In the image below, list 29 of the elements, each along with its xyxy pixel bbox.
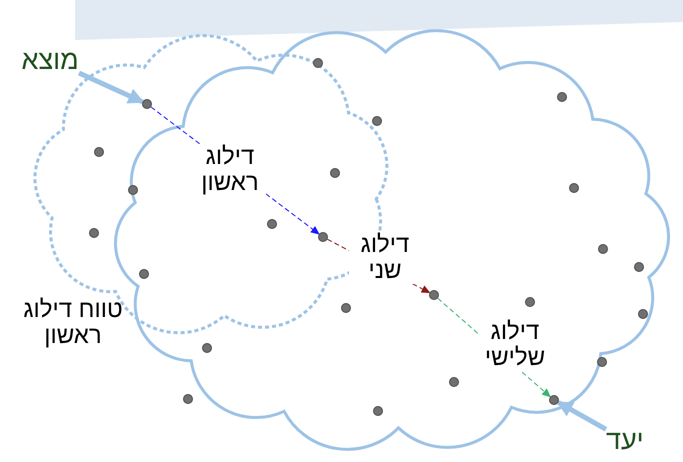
- dot: [549, 395, 559, 405]
- dot: [634, 262, 644, 272]
- dot: [313, 58, 323, 68]
- dot: [330, 168, 340, 178]
- dot: [341, 303, 351, 313]
- dot: [598, 244, 608, 254]
- dot: [318, 232, 328, 242]
- arrow: [556, 400, 608, 432]
- dot: [525, 297, 535, 307]
- range-label: טווח דילוג ראשון: [22, 297, 124, 349]
- dot: [429, 290, 439, 300]
- dot: [638, 309, 648, 319]
- dot: [89, 228, 99, 238]
- node-label: מוצא: [22, 47, 79, 73]
- dot: [449, 377, 459, 387]
- dot: [183, 394, 193, 404]
- dot: [267, 219, 277, 229]
- dot: [373, 406, 383, 416]
- dot: [142, 99, 152, 109]
- dot: [557, 92, 567, 102]
- dot: [597, 357, 607, 367]
- dot: [128, 185, 138, 195]
- dot: [139, 269, 149, 279]
- arrow: [78, 70, 144, 104]
- dot: [372, 116, 382, 126]
- dot: [569, 183, 579, 193]
- dot: [94, 147, 104, 157]
- dot: [202, 343, 212, 353]
- node-label: יעד: [606, 427, 644, 453]
